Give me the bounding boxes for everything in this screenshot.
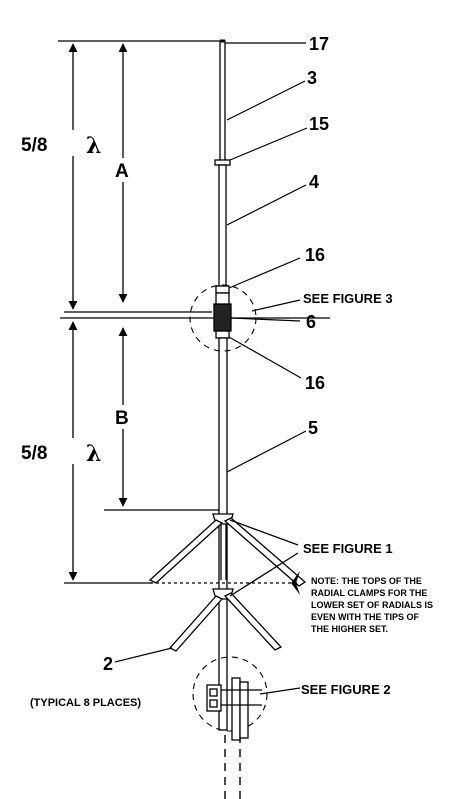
part-4-label: 4	[309, 172, 319, 192]
note-line: THE HIGHER SET.	[311, 624, 388, 634]
dimension-b-label: B	[115, 408, 129, 429]
antenna-mast	[213, 40, 232, 731]
mounting-clamp	[206, 677, 262, 741]
radial-note: NOTE: THE TOPS OF THE RADIAL CLAMPS FOR …	[311, 576, 433, 634]
see-figure-2-label: SEE FIGURE 2	[301, 682, 391, 697]
note-line: EVEN WITH THE TIPS OF	[311, 612, 420, 622]
part-5-label: 5	[308, 418, 318, 438]
part-3-label: 3	[307, 68, 317, 88]
level-arrow	[291, 571, 300, 595]
part-2-label: 2	[103, 654, 113, 674]
mast-extension-dashed	[224, 735, 241, 799]
note-line: LOWER SET OF RADIALS IS	[311, 600, 433, 610]
upper-lambda: λ	[86, 133, 101, 159]
see-figure-3-label: SEE FIGURE 3	[303, 291, 393, 306]
lower-radials	[168, 552, 299, 652]
note-line: RADIAL CLAMPS FOR THE	[311, 588, 427, 598]
part-17-label: 17	[309, 34, 329, 54]
detail-circle-figure2	[192, 656, 268, 732]
part-6-label: 6	[306, 312, 316, 332]
dimension-lines	[58, 40, 330, 584]
detail-circle-figure3	[189, 284, 257, 352]
lower-fraction: 5/8	[21, 443, 47, 464]
part-16-upper-label: 16	[305, 245, 325, 265]
note-line: NOTE: THE TOPS OF THE	[311, 576, 422, 586]
dimension-upper-label: 5/8 λ	[18, 130, 106, 159]
leader-lines	[114, 42, 308, 695]
upper-fraction: 5/8	[21, 135, 47, 156]
see-figure-1-label: SEE FIGURE 1	[303, 541, 393, 556]
lower-lambda: λ	[86, 441, 101, 467]
dimension-a-label: A	[115, 161, 129, 182]
part-15-label: 15	[309, 114, 329, 134]
dimension-lower-label: 5/8 λ	[18, 438, 106, 467]
typical-8-places-label: (TYPICAL 8 PLACES)	[30, 697, 141, 709]
part-16-lower-label: 16	[305, 373, 325, 393]
